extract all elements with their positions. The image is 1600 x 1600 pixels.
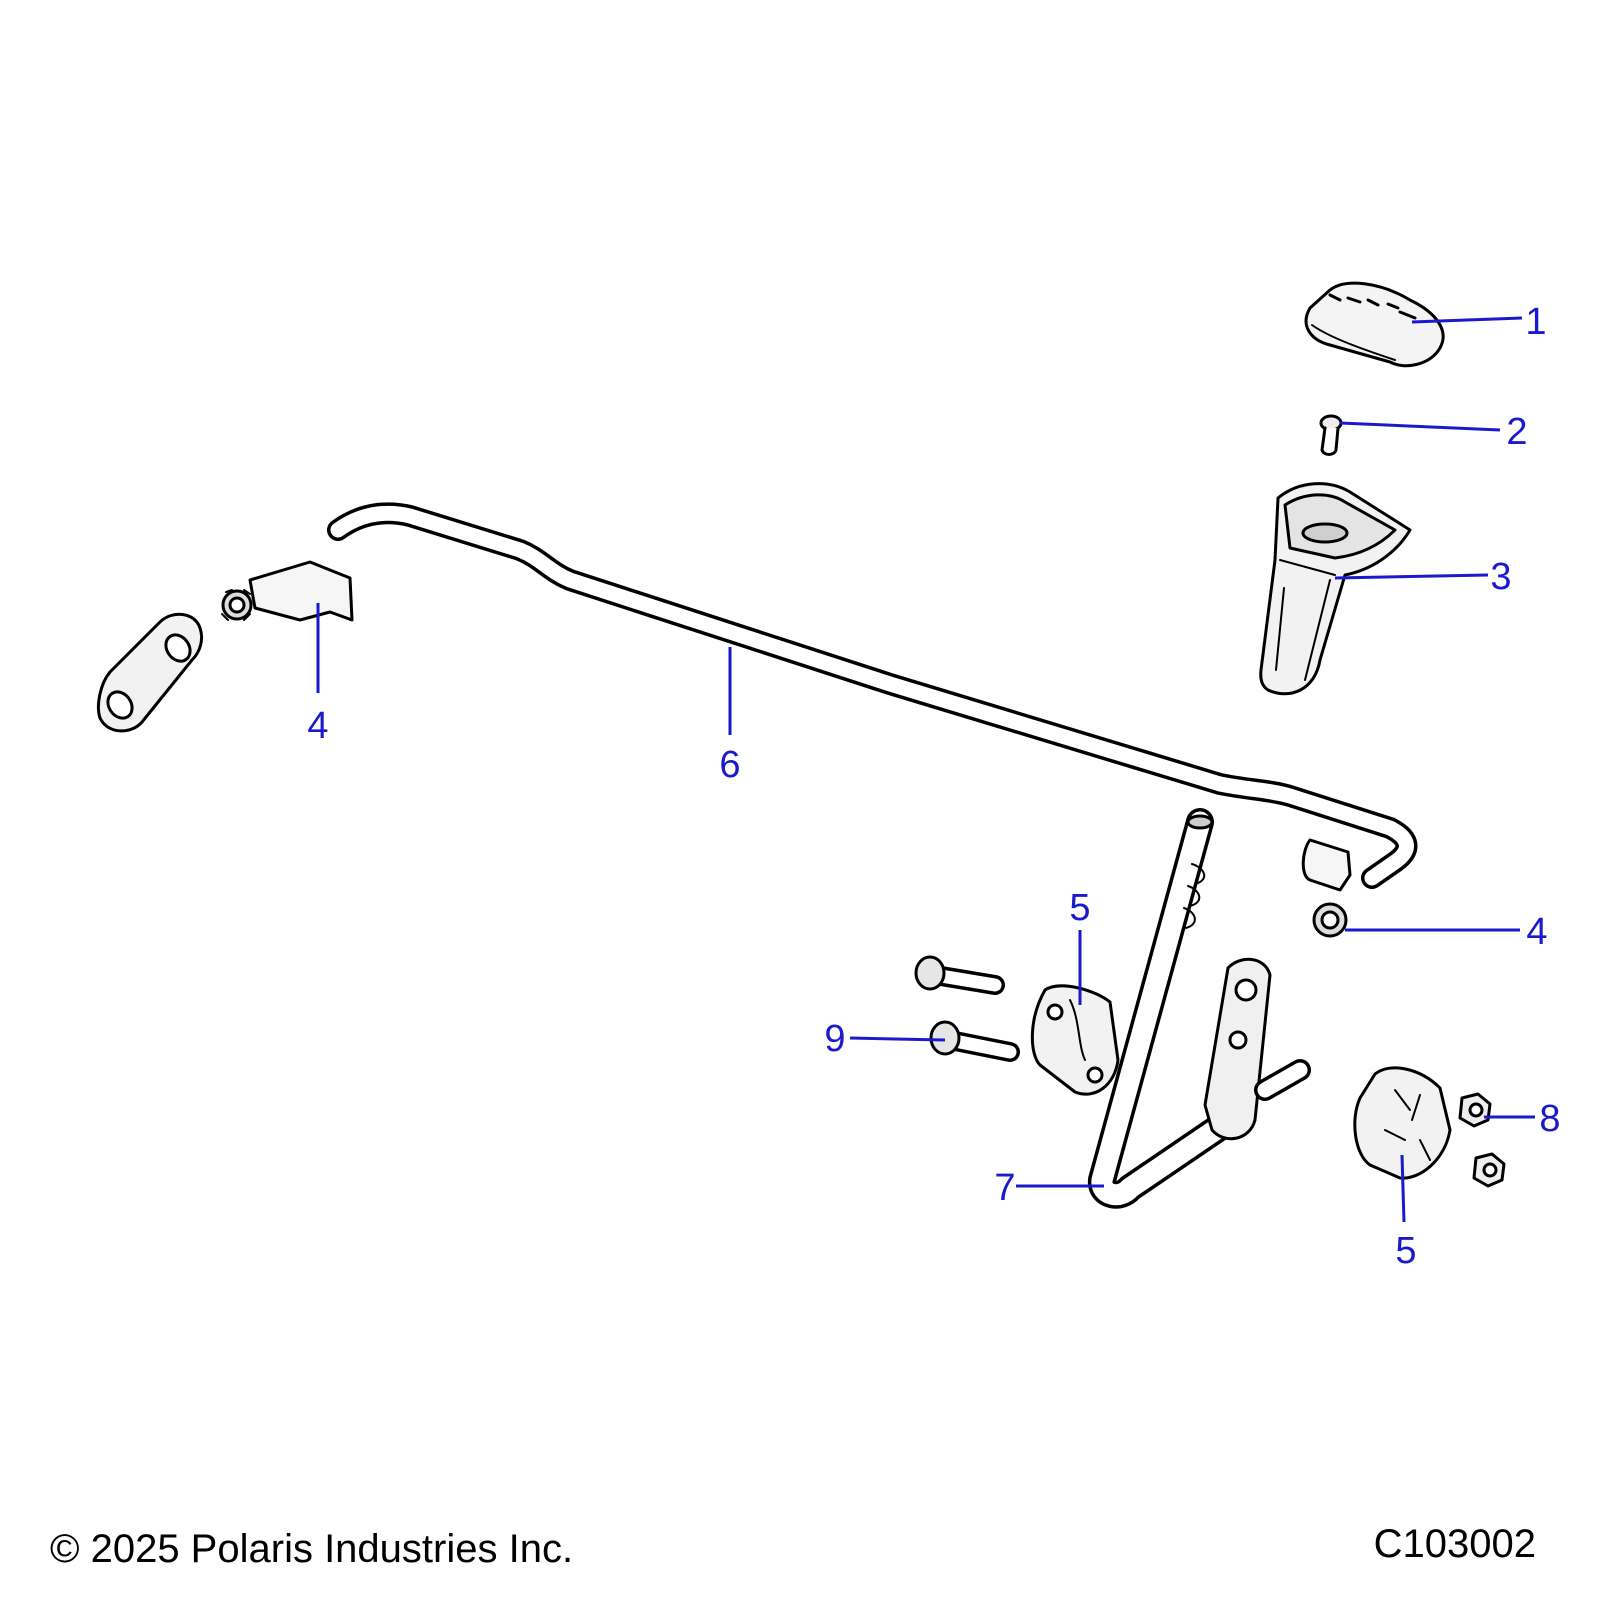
callout-1: 1 (1525, 301, 1547, 343)
callout-4-left: 4 (307, 705, 329, 747)
screw-part (1319, 414, 1343, 456)
diagram-id: C103002 (1373, 1522, 1536, 1566)
linkage-bracket-right-part (1301, 838, 1352, 938)
callout-leaders (316, 316, 1535, 1223)
leader-9 (849, 1036, 946, 1042)
callout-5-upper: 5 (1069, 887, 1091, 929)
callout-3: 3 (1490, 556, 1512, 598)
leader-1 (1411, 316, 1523, 324)
shift-rod-part (327, 502, 1418, 889)
copyright-text: © 2025 Polaris Industries Inc. (50, 1527, 574, 1571)
callout-8: 8 (1539, 1098, 1561, 1140)
bolt-part (914, 955, 1020, 1062)
shift-knob-part (1259, 482, 1412, 696)
washer-plate-part (96, 612, 204, 733)
callout-4-right: 4 (1526, 911, 1548, 953)
pivot-bracket-right-part (1353, 1066, 1452, 1180)
pivot-bracket-left-part (1030, 984, 1120, 1096)
leader-5b (1400, 1154, 1406, 1223)
callout-9: 9 (824, 1018, 846, 1060)
callout-7: 7 (994, 1167, 1016, 1209)
linkage-bracket-left-part (221, 560, 354, 622)
nut-part (1458, 1092, 1506, 1188)
callout-5-lower: 5 (1395, 1230, 1417, 1272)
callout-6: 6 (719, 744, 741, 786)
leader-2 (1339, 421, 1501, 432)
shift-lever-part (1088, 808, 1311, 1209)
shift-knob-cap-part (1304, 281, 1445, 368)
leader-3 (1334, 573, 1489, 580)
callout-2: 2 (1506, 411, 1528, 453)
